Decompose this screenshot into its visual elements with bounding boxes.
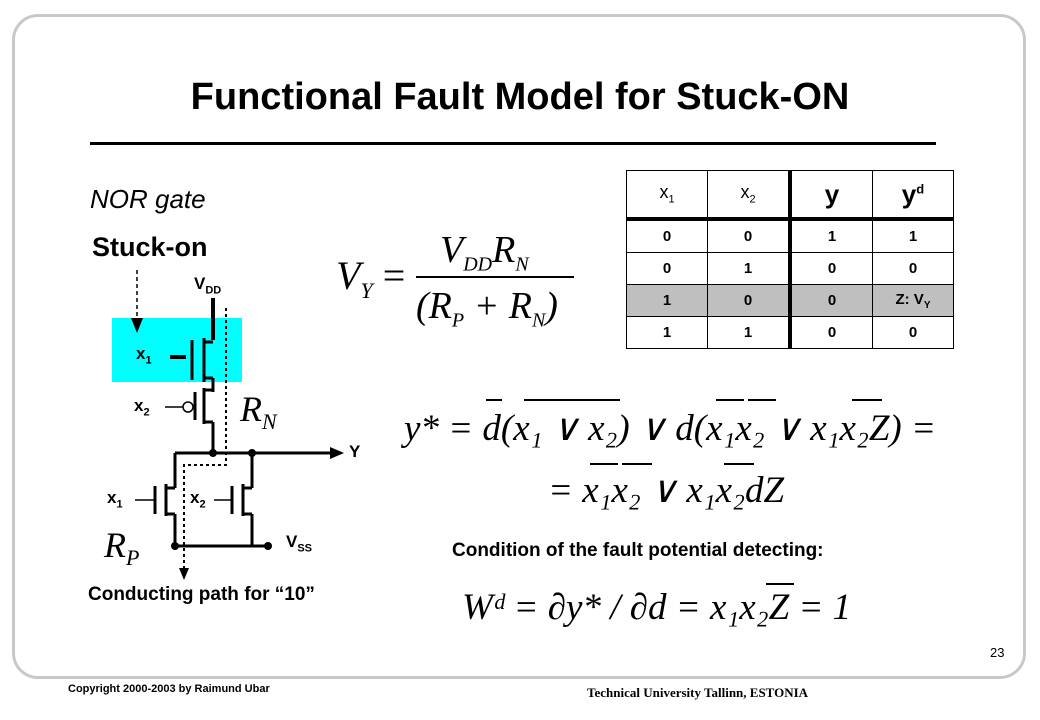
table-cell: 0 bbox=[707, 284, 792, 317]
table-cell: 0 bbox=[707, 218, 792, 253]
university-footer: Technical University Tallinn, ESTONIA bbox=[587, 685, 809, 700]
table-cell: 1 bbox=[626, 284, 708, 317]
col-header-y: y bbox=[789, 170, 873, 221]
table-cell: 0 bbox=[872, 252, 954, 285]
rp-label: RP bbox=[104, 525, 140, 571]
copyright-footer: Copyright 2000-2003 by Raimund Ubar bbox=[68, 683, 270, 695]
table-cell-z: Z: VY bbox=[872, 284, 954, 317]
table-cell: 0 bbox=[789, 284, 873, 317]
page-number: 23 bbox=[990, 645, 1005, 660]
vy-denominator: (RP + RN) bbox=[416, 285, 558, 332]
table-row: 0 0 1 1 bbox=[626, 218, 954, 253]
table-row: 1 1 0 0 bbox=[626, 316, 954, 349]
table-cell: 1 bbox=[872, 218, 954, 253]
table-cell: 0 bbox=[872, 316, 954, 349]
conducting-path-arrow bbox=[179, 568, 189, 580]
conducting-path bbox=[183, 308, 227, 572]
table-row: 0 1 0 0 bbox=[626, 252, 954, 285]
vss-node-left bbox=[171, 542, 179, 550]
vy-numerator: VDDRN bbox=[440, 229, 529, 276]
vy-lhs: VY = bbox=[336, 253, 406, 303]
output-arrow bbox=[330, 447, 344, 459]
table-cell: 0 bbox=[626, 218, 708, 253]
wd-equation: Wᵈ = ∂y* / ∂d = x₁x₂Z = 1 bbox=[462, 587, 852, 628]
table-row-highlighted: 1 0 0 Z: VY bbox=[626, 284, 954, 317]
x2-bottom-label: x2 bbox=[190, 488, 206, 511]
x1-bottom-label: x1 bbox=[107, 488, 123, 511]
y-output-label: Y bbox=[349, 442, 361, 461]
slide-title: Functional Fault Model for Stuck-ON bbox=[190, 76, 850, 118]
conducting-path-label: Conducting path for “10” bbox=[88, 584, 315, 605]
ystar-equation-line1: y* = d(x₁ ∨ x₂) ∨ d(x₁x₂ ∨ x₁x₂Z) = bbox=[404, 408, 936, 449]
col-header-yd: yd bbox=[872, 170, 954, 221]
vdd-label: VDD bbox=[194, 274, 222, 297]
vy-fraction-bar bbox=[416, 276, 574, 278]
rn-label: RN bbox=[240, 389, 277, 435]
vss-label: VSS bbox=[286, 532, 313, 555]
fault-label: Stuck-on bbox=[92, 232, 208, 262]
truth-table: x1 x2 y yd 0 0 1 1 0 1 0 0 1 0 0 Z: VY 1… bbox=[626, 170, 954, 349]
x2-top-label: x2 bbox=[134, 396, 150, 419]
table-cell: 0 bbox=[626, 252, 708, 285]
ystar-equation-line2: = x₁x₂ ∨ x₁x₂dZ bbox=[548, 470, 785, 511]
col-header-x1: x1 bbox=[626, 170, 708, 221]
vss-node bbox=[264, 542, 272, 550]
gate-label: NOR gate bbox=[90, 184, 206, 214]
col-header-x2: x2 bbox=[707, 170, 792, 221]
table-cell: 1 bbox=[626, 316, 708, 349]
title-underline bbox=[90, 142, 936, 145]
table-cell: 1 bbox=[707, 316, 792, 349]
output-node bbox=[209, 449, 217, 457]
table-cell: 0 bbox=[789, 252, 873, 285]
table-cell: 1 bbox=[789, 218, 873, 253]
x1-top-label: x1 bbox=[136, 344, 152, 367]
table-cell: 0 bbox=[789, 316, 873, 349]
condition-label: Condition of the fault potential detecti… bbox=[452, 540, 824, 561]
truth-table-header: x1 x2 y yd bbox=[626, 170, 954, 221]
table-cell: 1 bbox=[707, 252, 792, 285]
